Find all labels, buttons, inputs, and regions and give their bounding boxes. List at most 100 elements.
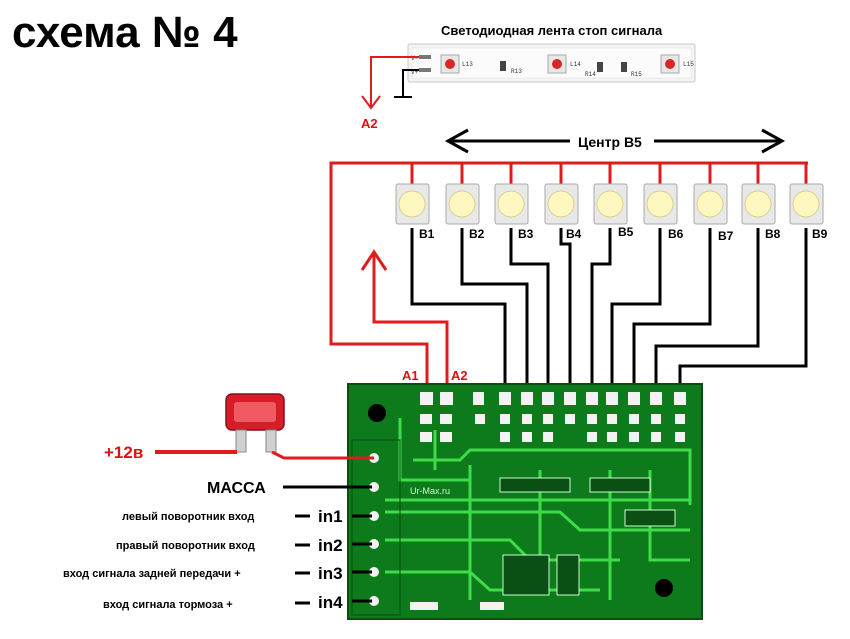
led-b5-label: B5 [618,225,634,239]
pcb-pad-r2-2 [440,414,452,424]
pad-b3 [542,392,554,405]
strip-label-l15: L15 [683,61,694,68]
pin-a1-label: A1 [402,368,419,383]
pcb-pad-r3-1 [420,432,432,442]
pcb-pad-r3-6 [587,432,597,442]
pcb-pad-r2-7 [565,414,575,424]
strip-pad-vminus [419,55,431,59]
conn-pad-in1 [369,511,379,521]
a2-arrow [360,249,449,392]
pcb-pad-r2-11 [651,414,661,424]
strip-title: Светодиодная лента стоп сигнала [441,23,663,38]
strip-label-l14: L14 [570,61,581,68]
pcb-trace-2 [413,448,692,505]
pad-b1 [499,392,511,405]
input-4-desc: вход сигнала тормоза + [103,599,233,611]
wire-b5 [590,228,612,392]
conn-pad-ground [369,482,379,492]
pcb-brand-label: Ur-Max.ru [410,486,450,496]
pad-b8 [650,392,662,405]
ground-label: МАССА [207,480,266,497]
strip-red-arrowhead [361,95,381,110]
led-b2: B2 [445,183,485,241]
led-b1-core [398,190,426,218]
led-b3: B3 [494,183,534,241]
pad-b2 [521,392,533,405]
a2-arrow-wire [372,254,449,392]
pcb-pad-r3-3 [500,432,510,442]
wire-b1 [410,228,507,392]
wire-b4 [559,228,572,392]
strip-resistor-2 [597,62,603,72]
pcb-pad-r3-7 [607,432,617,442]
conn-pad-in3 [369,567,379,577]
pcb-mount-hole-1 [368,404,386,422]
led-b2-core [448,190,476,218]
wire-b7 [632,228,712,392]
pad-a2 [440,392,453,405]
center-arrow-right-head [761,128,786,154]
fuse [225,393,285,453]
center-label: Центр B5 [578,134,642,150]
led-b9-core [792,190,820,218]
led-b4: B4 [544,183,582,241]
strip-resistor-3 [621,62,627,72]
pcb-pad-r2-3 [475,414,485,424]
fuse-window [234,402,276,422]
led-b3-label: B3 [518,227,534,241]
pcb-connector-block [351,439,401,616]
led-b1: B1 [395,183,435,241]
a2-arrowhead [360,249,388,271]
wire-b6 [610,228,662,392]
pcb-chip-4 [556,554,580,596]
pcb-pad-r2-5 [522,414,532,424]
center-arrow: Центр B5 [444,128,786,154]
input-4-pin: in4 [318,593,343,612]
conn-pad-in4 [369,596,379,606]
pcb-mount-hole-2 [655,579,673,597]
led-b8: B8 [741,183,781,241]
conn-pad-in2 [369,539,379,549]
led-b8-label: B8 [765,227,781,241]
strip-wiring: A2 [361,56,419,131]
pcb-connector-pads [369,453,379,606]
input-2-pin: in2 [318,536,343,555]
led-b7: B7 [693,183,734,243]
led-b6-core [646,190,674,218]
pad-b5 [586,392,598,405]
led-b9-label: B9 [812,227,828,241]
pcb-trace-4 [385,510,690,532]
pcb-pad-r3-9 [651,432,661,442]
pcb-pad-r2-10 [629,414,639,424]
pcb-chip-7 [480,602,504,610]
led-common-bus [329,161,808,392]
pad-b4 [564,392,576,405]
controller-pcb: Ur-Max.ru [347,383,703,620]
strip-led-3-core [665,59,675,69]
pcb-chip-1 [499,477,571,493]
led-b4-core [547,190,575,218]
strip-resistor-1 [500,61,506,71]
led-b2-label: B2 [469,227,485,241]
pcb-chip-6 [410,602,438,610]
strip-red-wire [370,56,419,108]
pad-a1 [420,392,433,405]
strip-label-r13: R13 [511,68,522,75]
strip-led-2-core [552,59,562,69]
fuse-leg-left [235,429,247,453]
pcb-chip-3 [502,554,550,596]
center-label-bg [570,131,654,151]
led-b8-core [744,190,772,218]
fuse-to-pcb-wire [271,450,374,460]
bus-red-main [329,161,808,392]
wire-b3 [509,228,550,392]
input-1-desc: левый поворотник вход [122,511,254,523]
led-b1-label: B1 [419,227,435,241]
led-return-wires [410,228,808,392]
strip-label-r14: R14 [585,71,596,78]
wire-b2 [460,228,529,392]
pcb-chip-2 [589,477,651,493]
led-b9: B9 [789,183,828,241]
diagram-title: схема № 4 [12,8,238,57]
